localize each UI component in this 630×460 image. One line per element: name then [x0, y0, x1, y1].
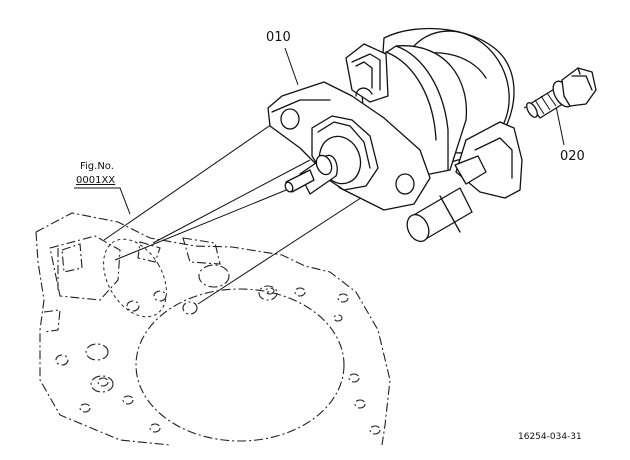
part-label-010: 010 [266, 30, 291, 45]
figure-ref-number: 0001XX [76, 175, 116, 186]
figure-ref-label: Fig.No. [80, 161, 114, 172]
drawing-code: 16254-034-31 [518, 432, 582, 442]
stop-solenoid [267, 27, 523, 243]
gear-case-outline [35, 212, 391, 446]
part-label-020: 020 [560, 149, 585, 164]
bolt [526, 67, 597, 119]
leader-lines [74, 47, 565, 215]
